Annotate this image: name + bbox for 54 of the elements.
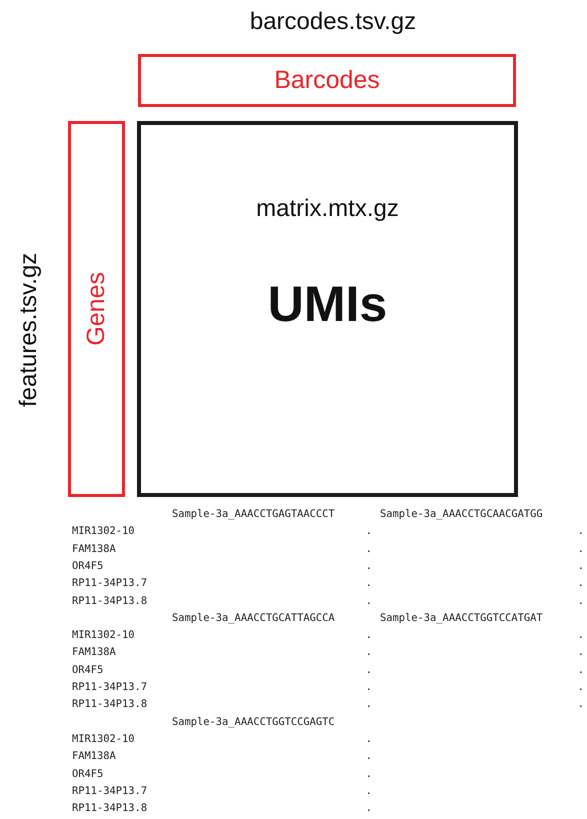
column-header: Sample-3a_AAACCTGGTCCATGAT (380, 612, 543, 625)
box-label: Barcodes (274, 66, 380, 95)
row-label: MIR1302-10 (72, 732, 135, 746)
box-label: Genes (82, 272, 111, 346)
row-label: MIR1302-10 (72, 629, 135, 642)
row-label: RP11-34P13.8 (72, 594, 148, 608)
row-label: FAM138A (72, 542, 116, 556)
column-header: Sample-3a_AAACCTGCATTAGCCA (172, 612, 335, 625)
table-value: . (578, 681, 584, 694)
table-value: . (366, 542, 372, 556)
column-header: Sample-3a_AAACCTGAGTAACCCT (172, 508, 335, 521)
row-label: OR4F5 (72, 664, 104, 677)
table-value: . (578, 525, 584, 538)
labeled-box (138, 54, 516, 107)
row-label: RP11-34P13.7 (72, 681, 148, 694)
labeled-box (68, 121, 125, 497)
row-label: RP11-34P13.8 (72, 802, 148, 816)
table-value: . (578, 664, 584, 677)
row-label: FAM138A (72, 646, 116, 660)
table-value: . (366, 646, 372, 660)
table-value: . (366, 629, 372, 642)
table-value: . (578, 698, 584, 712)
row-label: RP11-34P13.7 (72, 784, 148, 798)
table-value: . (366, 750, 372, 764)
matrix-box (137, 121, 518, 497)
table-value: . (366, 802, 372, 816)
file-name: features.tsv.gz (14, 252, 43, 410)
table-value: . (366, 664, 372, 677)
table-value: . (578, 629, 584, 642)
row-label: MIR1302-10 (72, 525, 135, 538)
file-name: matrix.mtx.gz (255, 195, 400, 223)
row-label: RP11-34P13.8 (72, 698, 148, 712)
table-value: . (366, 525, 372, 538)
row-label: RP11-34P13.7 (72, 577, 148, 590)
table-value: . (578, 560, 584, 573)
table-value: . (578, 577, 584, 590)
table-value: . (578, 542, 584, 556)
column-header: Sample-3a_AAACCTGGTCCGAGTC (172, 716, 335, 729)
table-value: . (366, 560, 372, 573)
table-value: . (366, 681, 372, 694)
table-value: . (366, 698, 372, 712)
table-value: . (578, 646, 584, 660)
matrix-label: UMIs (266, 275, 388, 333)
row-label: OR4F5 (72, 768, 104, 780)
column-header: Sample-3a_AAACCTGCAACGATGG (380, 508, 543, 521)
row-label: FAM138A (72, 750, 116, 764)
table-value: . (366, 768, 372, 780)
table-value: . (366, 732, 372, 746)
row-label: OR4F5 (72, 560, 104, 573)
table-value: . (366, 784, 372, 798)
table-value: . (578, 594, 584, 608)
table-value: . (366, 577, 372, 590)
table-value: . (366, 594, 372, 608)
file-name: barcodes.tsv.gz (248, 8, 418, 36)
